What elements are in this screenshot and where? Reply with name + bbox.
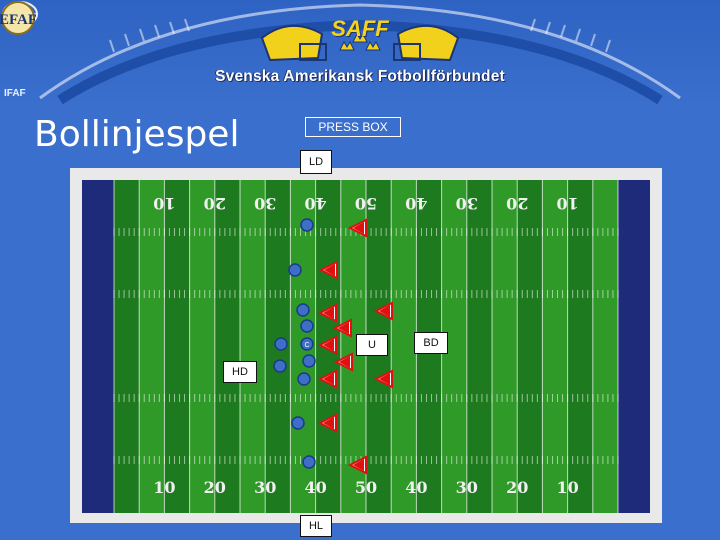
yard-number-top: 10 bbox=[556, 194, 578, 213]
yard-stripe bbox=[214, 180, 240, 513]
yard-stripe bbox=[542, 180, 568, 513]
federation-name: Svenska Amerikansk Fotbollförbundet bbox=[215, 68, 505, 85]
head-linesman-label: HD bbox=[223, 361, 257, 383]
slide-title: Bollinjespel bbox=[34, 114, 240, 155]
crowns-icon bbox=[339, 32, 381, 51]
offense-player bbox=[300, 319, 314, 333]
yard-stripe bbox=[240, 180, 266, 513]
efaf-logo-icon: EFAF bbox=[0, 1, 36, 35]
offense-player bbox=[296, 303, 310, 317]
defense-player-fill bbox=[324, 264, 335, 276]
defense-player-fill bbox=[323, 373, 334, 385]
yard-number-top: 40 bbox=[405, 194, 427, 213]
efaf-logo-label: EFAF bbox=[0, 12, 36, 28]
yard-number-top: 30 bbox=[254, 194, 276, 213]
back-judge-label: BD bbox=[414, 332, 448, 354]
defense-player-fill bbox=[338, 322, 349, 334]
offense-player bbox=[273, 359, 287, 373]
defense-player-fill bbox=[353, 222, 364, 234]
yard-stripe bbox=[139, 180, 165, 513]
yard-number-bottom: 40 bbox=[304, 478, 326, 497]
yard-stripe bbox=[466, 180, 492, 513]
yard-number-top: 20 bbox=[506, 194, 528, 213]
defense-player-fill bbox=[353, 459, 364, 471]
yard-stripe bbox=[592, 180, 618, 513]
offense-player bbox=[300, 218, 314, 232]
yard-number-bottom: 50 bbox=[355, 478, 377, 497]
offense-player bbox=[302, 455, 316, 469]
offense-player bbox=[300, 337, 314, 351]
yard-number-bottom: 20 bbox=[506, 478, 528, 497]
offense-player bbox=[291, 416, 305, 430]
yard-stripe bbox=[114, 180, 140, 513]
header-banner: SAFF Svenska Amerikansk Fotbollförbundet… bbox=[0, 0, 720, 105]
yard-number-top: 20 bbox=[204, 194, 226, 213]
defense-player-fill bbox=[379, 373, 390, 385]
yard-number-top: 40 bbox=[304, 194, 326, 213]
offense-player bbox=[302, 354, 316, 368]
defense-player-fill bbox=[323, 339, 334, 351]
yard-number-top: 50 bbox=[355, 194, 377, 213]
yard-stripe bbox=[517, 180, 543, 513]
offense-player bbox=[297, 372, 311, 386]
defense-player-fill bbox=[323, 417, 334, 429]
line-judge-label: LD bbox=[300, 150, 332, 174]
yard-stripe bbox=[189, 180, 215, 513]
defense-player-fill bbox=[323, 307, 334, 319]
brand-logo-text: SAFF bbox=[331, 16, 389, 41]
yard-number-top: 30 bbox=[456, 194, 478, 213]
yard-number-bottom: 40 bbox=[405, 478, 427, 497]
yard-number-bottom: 10 bbox=[153, 478, 175, 497]
center-marker: C bbox=[304, 342, 309, 349]
endzone-left bbox=[82, 180, 114, 513]
helmet-left-icon bbox=[260, 24, 327, 62]
yard-number-top: 10 bbox=[153, 194, 175, 213]
offense-player bbox=[274, 337, 288, 351]
header-swoosh bbox=[39, 3, 681, 105]
yard-number-bottom: 20 bbox=[204, 478, 226, 497]
yard-stripe bbox=[164, 180, 190, 513]
defense-player-fill bbox=[379, 305, 390, 317]
yard-number-bottom: 30 bbox=[456, 478, 478, 497]
yard-stripe bbox=[492, 180, 518, 513]
defense-player-fill bbox=[339, 356, 350, 368]
yard-number-bottom: 30 bbox=[254, 478, 276, 497]
yard-stripe bbox=[391, 180, 417, 513]
offense-player bbox=[288, 263, 302, 277]
press-box-label: PRESS BOX bbox=[305, 117, 401, 137]
umpire-label: U bbox=[356, 334, 388, 356]
endzone-right bbox=[618, 180, 650, 513]
yard-stripe bbox=[567, 180, 593, 513]
helmet-right-icon bbox=[393, 24, 460, 62]
yard-number-bottom: 10 bbox=[556, 478, 578, 497]
ifaf-logo-label: IFAF bbox=[4, 88, 26, 99]
head-linesman-bottom-label: HL bbox=[300, 515, 332, 537]
